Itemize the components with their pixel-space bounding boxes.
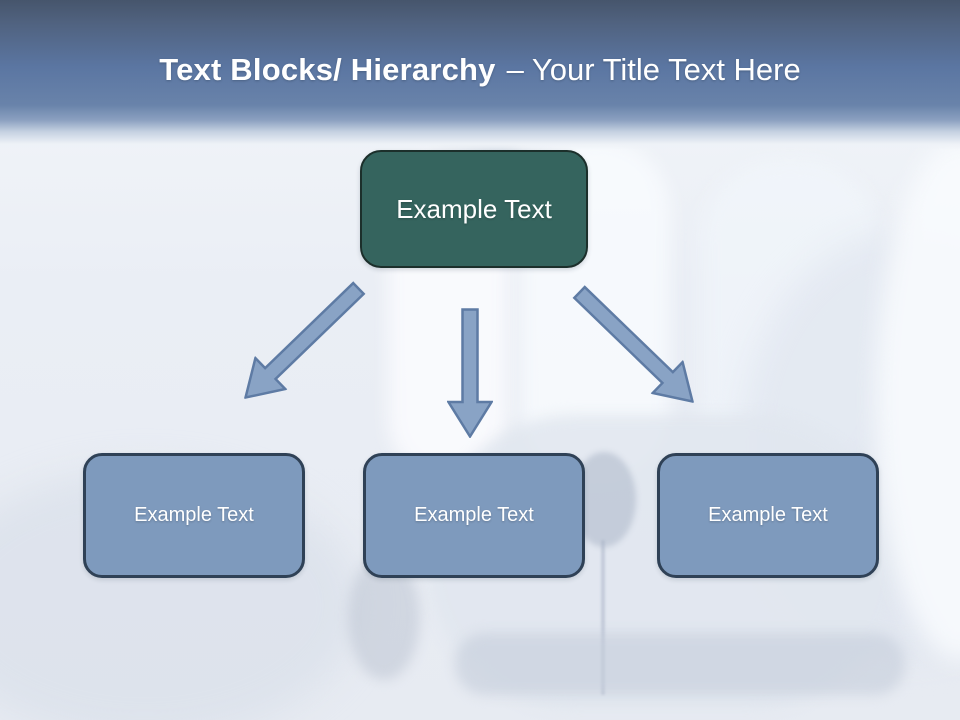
background-shape [740,230,960,660]
header-band: Text Blocks/ Hierarchy – Your Title Text … [0,0,960,150]
background-shape [700,160,880,480]
child-node-3-label: Example Text [708,504,828,526]
child-node-1-label: Example Text [134,504,254,526]
background-shape [455,633,905,695]
root-node: Example Text [360,150,588,268]
arrow-down-right-icon [572,285,695,404]
page-title: Text Blocks/ Hierarchy – Your Title Text … [0,52,960,88]
child-node-3: Example Text [657,453,879,578]
title-bold-segment: Text Blocks/ Hierarchy [159,52,496,87]
arrow-down-left-icon [243,281,366,400]
child-node-2: Example Text [363,453,585,578]
arrow-down-icon [447,308,493,438]
title-regular-segment: – Your Title Text Here [506,52,801,87]
child-node-1: Example Text [83,453,305,578]
child-node-2-label: Example Text [414,504,534,526]
root-node-label: Example Text [396,193,552,224]
background-shape [875,140,960,660]
background-shape [601,540,605,695]
